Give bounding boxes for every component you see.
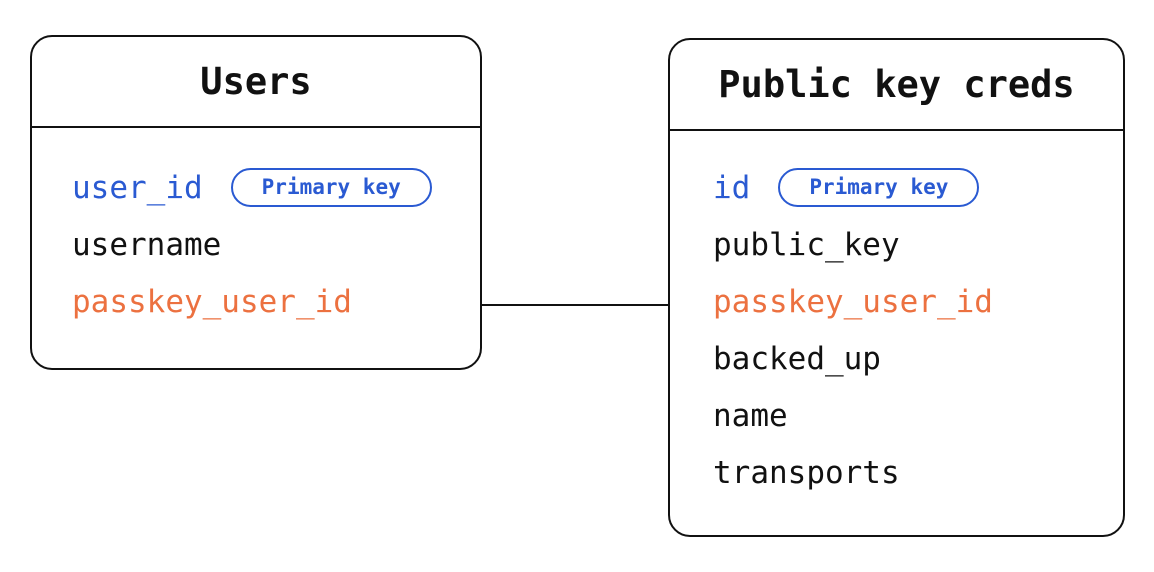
field-label: transports: [713, 454, 900, 491]
users-table-header: Users: [32, 37, 480, 128]
field-row-name[interactable]: name: [713, 387, 1107, 444]
field-row-public_key[interactable]: public_key: [713, 216, 1107, 273]
field-label: name: [713, 397, 788, 434]
field-label: passkey_user_id: [713, 283, 993, 320]
field-row-passkey_user_id[interactable]: passkey_user_id: [713, 273, 1107, 330]
primary-key-badge: Primary key: [230, 167, 432, 208]
field-row-transports[interactable]: transports: [713, 444, 1107, 501]
field-row-passkey_user_id[interactable]: passkey_user_id: [72, 273, 464, 330]
field-row-user_id[interactable]: user_id Primary key: [72, 159, 464, 216]
field-row-username[interactable]: username: [72, 216, 464, 273]
field-label: public_key: [713, 226, 900, 263]
relationship-line: [482, 304, 668, 306]
primary-key-badge: Primary key: [778, 167, 980, 208]
field-label: user_id: [72, 169, 203, 206]
public-key-creds-table-title: Public key creds: [718, 63, 1075, 106]
field-label: backed_up: [713, 340, 881, 377]
field-row-backed_up[interactable]: backed_up: [713, 330, 1107, 387]
users-table-title: Users: [200, 60, 312, 103]
public-key-creds-table-header: Public key creds: [670, 40, 1123, 131]
field-row-id[interactable]: id Primary key: [713, 159, 1107, 216]
field-label: id: [713, 169, 751, 206]
field-label: username: [72, 226, 222, 263]
field-label: passkey_user_id: [72, 283, 352, 320]
public-key-creds-table[interactable]: Public key creds id Primary key public_key…: [668, 38, 1125, 537]
